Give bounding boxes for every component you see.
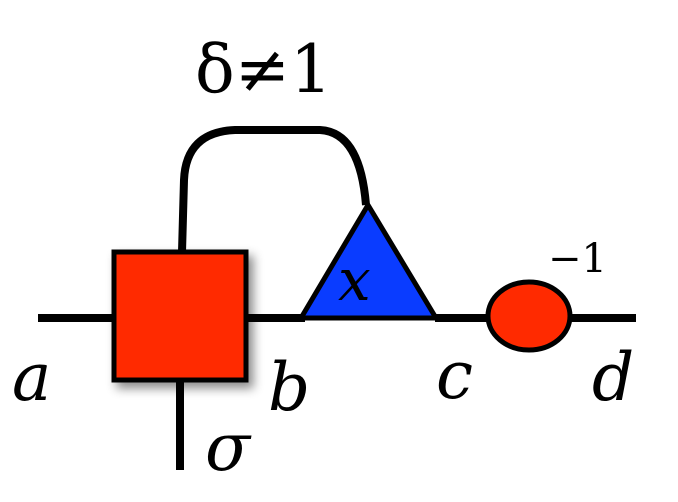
label-x: x [338,246,371,314]
blue-triangle-tensor [298,202,439,321]
label-d: d [592,339,634,416]
label-delta: δ≠1 [195,31,332,108]
label-a: a [12,339,51,416]
red-square-tensor [111,249,249,383]
label-inverse: −1 [548,236,607,282]
label-b: b [268,349,310,426]
label-c: c [436,337,473,414]
label-sigma: σ [205,409,252,486]
red-circle-tensor [485,279,573,353]
wire-loop [178,126,370,253]
